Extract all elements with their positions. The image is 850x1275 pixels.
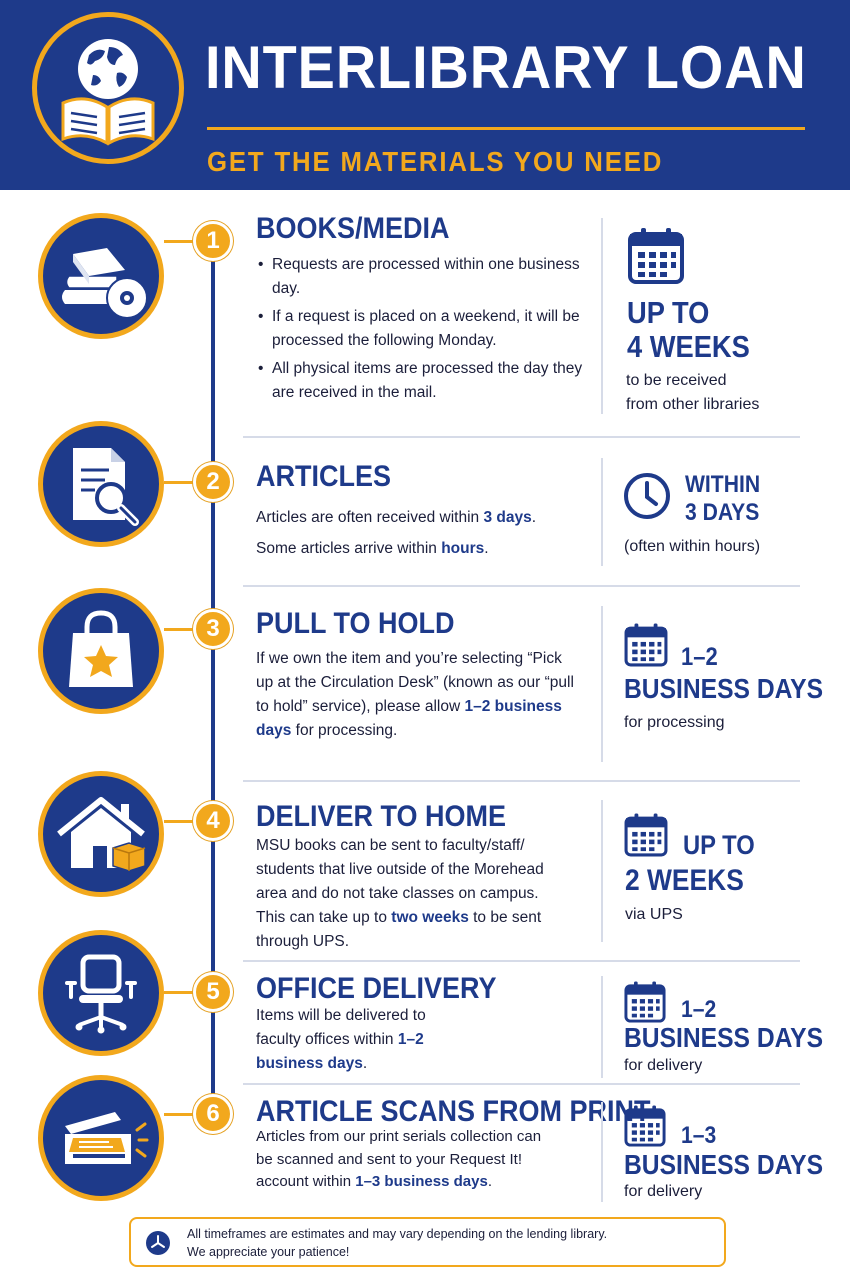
step-number-6: 6 xyxy=(193,1094,233,1134)
articles-icon-circle xyxy=(38,421,164,547)
section-divider xyxy=(243,960,800,962)
side-note-books-media: to be received from other libraries xyxy=(626,372,760,413)
step-number-1: 1 xyxy=(193,221,233,261)
calendar-icon xyxy=(624,623,668,667)
section-divider xyxy=(243,1083,800,1085)
section-title-article-scans: ARTICLE SCANS FROM PRINT xyxy=(256,1095,651,1128)
logo xyxy=(32,12,184,164)
connector-4 xyxy=(164,820,196,823)
section-divider xyxy=(243,436,800,438)
section-title-pull-to-hold: PULL TO HOLD xyxy=(256,607,455,640)
globe-book-icon xyxy=(61,39,155,146)
side-note-deliver-to-home: via UPS xyxy=(625,906,683,923)
connector-5 xyxy=(164,991,196,994)
side-note-office-delivery: for delivery xyxy=(624,1057,703,1074)
header-banner: INTERLIBRARY LOAN GET THE MATERIALS YOU … xyxy=(0,0,850,190)
scanner-icon xyxy=(65,1112,149,1164)
section-divider xyxy=(243,780,800,782)
calendar-icon xyxy=(628,228,684,284)
list-item: If a request is placed on a weekend, it … xyxy=(256,305,596,353)
articles-text-1: Articles are often received within 3 day… xyxy=(256,509,537,526)
column-divider xyxy=(601,976,603,1078)
list-item: Requests are processed within one busine… xyxy=(256,253,596,301)
connector-1 xyxy=(164,240,196,243)
connector-3 xyxy=(164,628,196,631)
column-divider xyxy=(601,218,603,414)
side-note-article-scans: for delivery xyxy=(624,1183,703,1200)
step-number-3: 3 xyxy=(193,609,233,649)
section-title-articles: ARTICLES xyxy=(256,460,391,493)
document-search-icon xyxy=(73,448,139,526)
house-package-icon xyxy=(57,797,146,872)
step-number-2: 2 xyxy=(193,462,233,502)
connector-2 xyxy=(164,481,196,484)
page-title: INTERLIBRARY LOAN xyxy=(205,34,807,101)
section-title-deliver-to-home: DELIVER TO HOME xyxy=(256,800,507,833)
timeline-line xyxy=(211,244,215,1114)
column-divider xyxy=(601,1102,603,1202)
footer-notice: All timeframes are estimates and may var… xyxy=(129,1217,726,1267)
column-divider xyxy=(601,606,603,762)
pull-to-hold-icon-circle xyxy=(38,588,164,714)
clock-icon xyxy=(624,473,670,519)
step-number-4: 4 xyxy=(193,801,233,841)
deliver-to-home-icon-circle xyxy=(38,771,164,897)
pull-to-hold-text: If we own the item and you’re selecting … xyxy=(256,650,574,739)
side-heading-article-scans-number: 1–3 xyxy=(681,1122,717,1149)
shopping-bag-star-icon xyxy=(69,610,133,687)
page-subtitle: GET THE MATERIALS YOU NEED xyxy=(207,146,664,177)
side-heading-pull-to-hold-number: 1–2 xyxy=(681,643,718,671)
books-media-bullets: Requests are processed within one busine… xyxy=(256,253,596,409)
side-heading-pull-to-hold-unit: BUSINESS DAYS xyxy=(624,673,824,704)
calendar-icon xyxy=(624,1105,666,1147)
column-divider xyxy=(601,800,603,942)
books-media-icon xyxy=(62,248,148,319)
column-divider xyxy=(601,458,603,566)
books-media-icon-circle xyxy=(38,213,164,339)
section-title-office-delivery: OFFICE DELIVERY xyxy=(256,972,497,1005)
articles-text-2: Some articles arrive within hours. xyxy=(256,540,489,557)
office-chair-icon xyxy=(65,954,137,1034)
connector-6 xyxy=(164,1113,196,1116)
side-heading-books-media: UP TO 4 WEEKS xyxy=(627,295,750,364)
side-heading-articles: WITHIN 3 DAYS xyxy=(685,471,761,526)
office-delivery-text: Items will be delivered to faculty offic… xyxy=(256,1007,426,1072)
footer-text: All timeframes are estimates and may var… xyxy=(187,1227,608,1259)
side-heading-deliver-to-home-bottom: 2 WEEKS xyxy=(625,864,744,897)
section-divider xyxy=(243,585,800,587)
side-note-pull-to-hold: for processing xyxy=(624,714,725,731)
calendar-icon xyxy=(624,981,666,1023)
deliver-to-home-text: MSU books can be sent to faculty/staff/ … xyxy=(256,837,544,950)
office-delivery-icon-circle xyxy=(38,930,164,1056)
section-title-books-media: BOOKS/MEDIA xyxy=(256,212,450,245)
side-note-articles: (often within hours) xyxy=(624,538,761,555)
article-scans-icon-circle xyxy=(38,1075,164,1201)
side-heading-article-scans-unit: BUSINESS DAYS xyxy=(624,1149,824,1180)
title-divider xyxy=(207,127,805,130)
step-number-5: 5 xyxy=(193,972,233,1012)
clock-hands-icon xyxy=(146,1231,170,1255)
side-heading-office-delivery-number: 1–2 xyxy=(681,996,717,1023)
side-heading-deliver-to-home-top: UP TO xyxy=(683,830,755,860)
calendar-icon xyxy=(624,813,668,857)
side-heading-office-delivery-unit: BUSINESS DAYS xyxy=(624,1022,824,1053)
article-scans-text: Articles from our print serials collecti… xyxy=(256,1128,542,1190)
list-item: All physical items are processed the day… xyxy=(256,357,596,405)
